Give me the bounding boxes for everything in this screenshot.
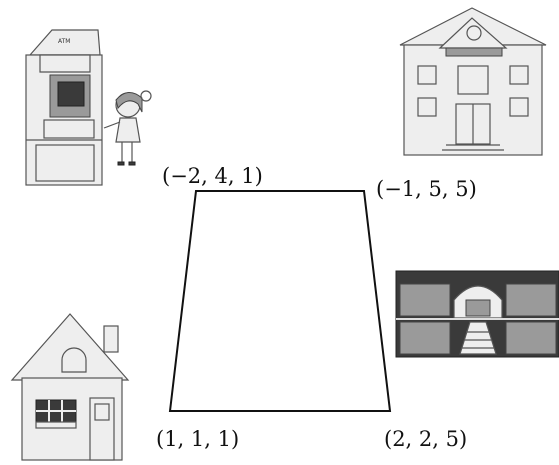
atm-sign: ATM xyxy=(58,38,70,45)
dollhouse-icon xyxy=(395,270,559,358)
vertex-label-bottom-right: (2, 2, 5) xyxy=(384,427,467,451)
vertex-label-top-left: (−2, 4, 1) xyxy=(162,164,263,188)
atm-machine-icon: ATM xyxy=(25,29,103,186)
house-icon xyxy=(10,313,130,461)
school-building-icon xyxy=(399,7,547,156)
quadrilateral xyxy=(168,190,392,412)
vertex-label-bottom-left: (1, 1, 1) xyxy=(156,427,239,451)
girl-icon xyxy=(103,90,152,166)
vertex-label-top-right: (−1, 5, 5) xyxy=(376,177,477,201)
